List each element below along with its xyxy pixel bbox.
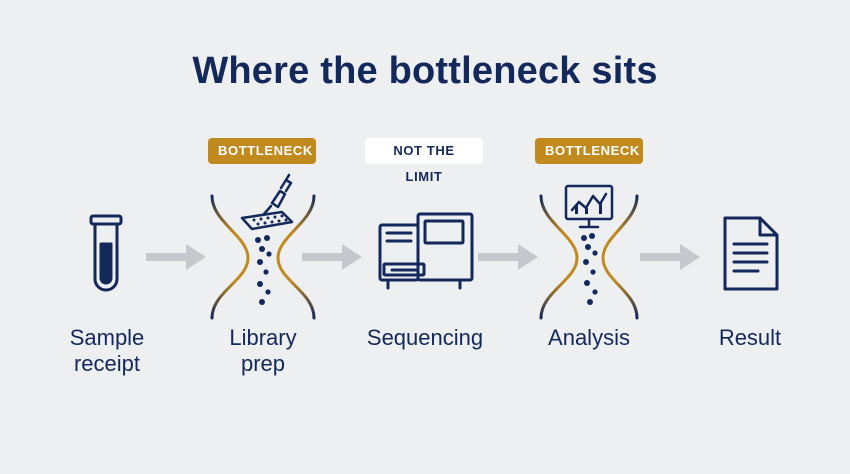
stage-label-analysis: Analysis bbox=[548, 325, 630, 350]
stage-label-sequencing: Sequencing bbox=[366, 325, 484, 350]
hourglass-library-prep bbox=[210, 194, 316, 320]
sequencer-icon bbox=[378, 212, 474, 290]
arrow-2 bbox=[302, 244, 362, 270]
stage-label-sample-receipt: Sample receipt bbox=[69, 325, 145, 376]
arrow-4 bbox=[640, 244, 700, 270]
page-title: Where the bottleneck sits bbox=[192, 50, 658, 92]
hourglass-analysis bbox=[539, 194, 639, 320]
badge-analysis: BOTTLENECK bbox=[535, 138, 643, 164]
document-icon bbox=[723, 216, 779, 291]
stage-label-library-prep: Library prep bbox=[229, 325, 297, 376]
arrow-1 bbox=[146, 244, 206, 270]
arrow-3 bbox=[478, 244, 538, 270]
monitor-chart-icon bbox=[564, 184, 614, 305]
pipette-plate-icon bbox=[240, 173, 294, 305]
badge-sequencing: NOT THE LIMIT bbox=[365, 138, 483, 184]
stage-label-result: Result bbox=[718, 325, 782, 350]
badge-library-prep: BOTTLENECK bbox=[208, 138, 316, 164]
test-tube-icon bbox=[89, 214, 123, 292]
